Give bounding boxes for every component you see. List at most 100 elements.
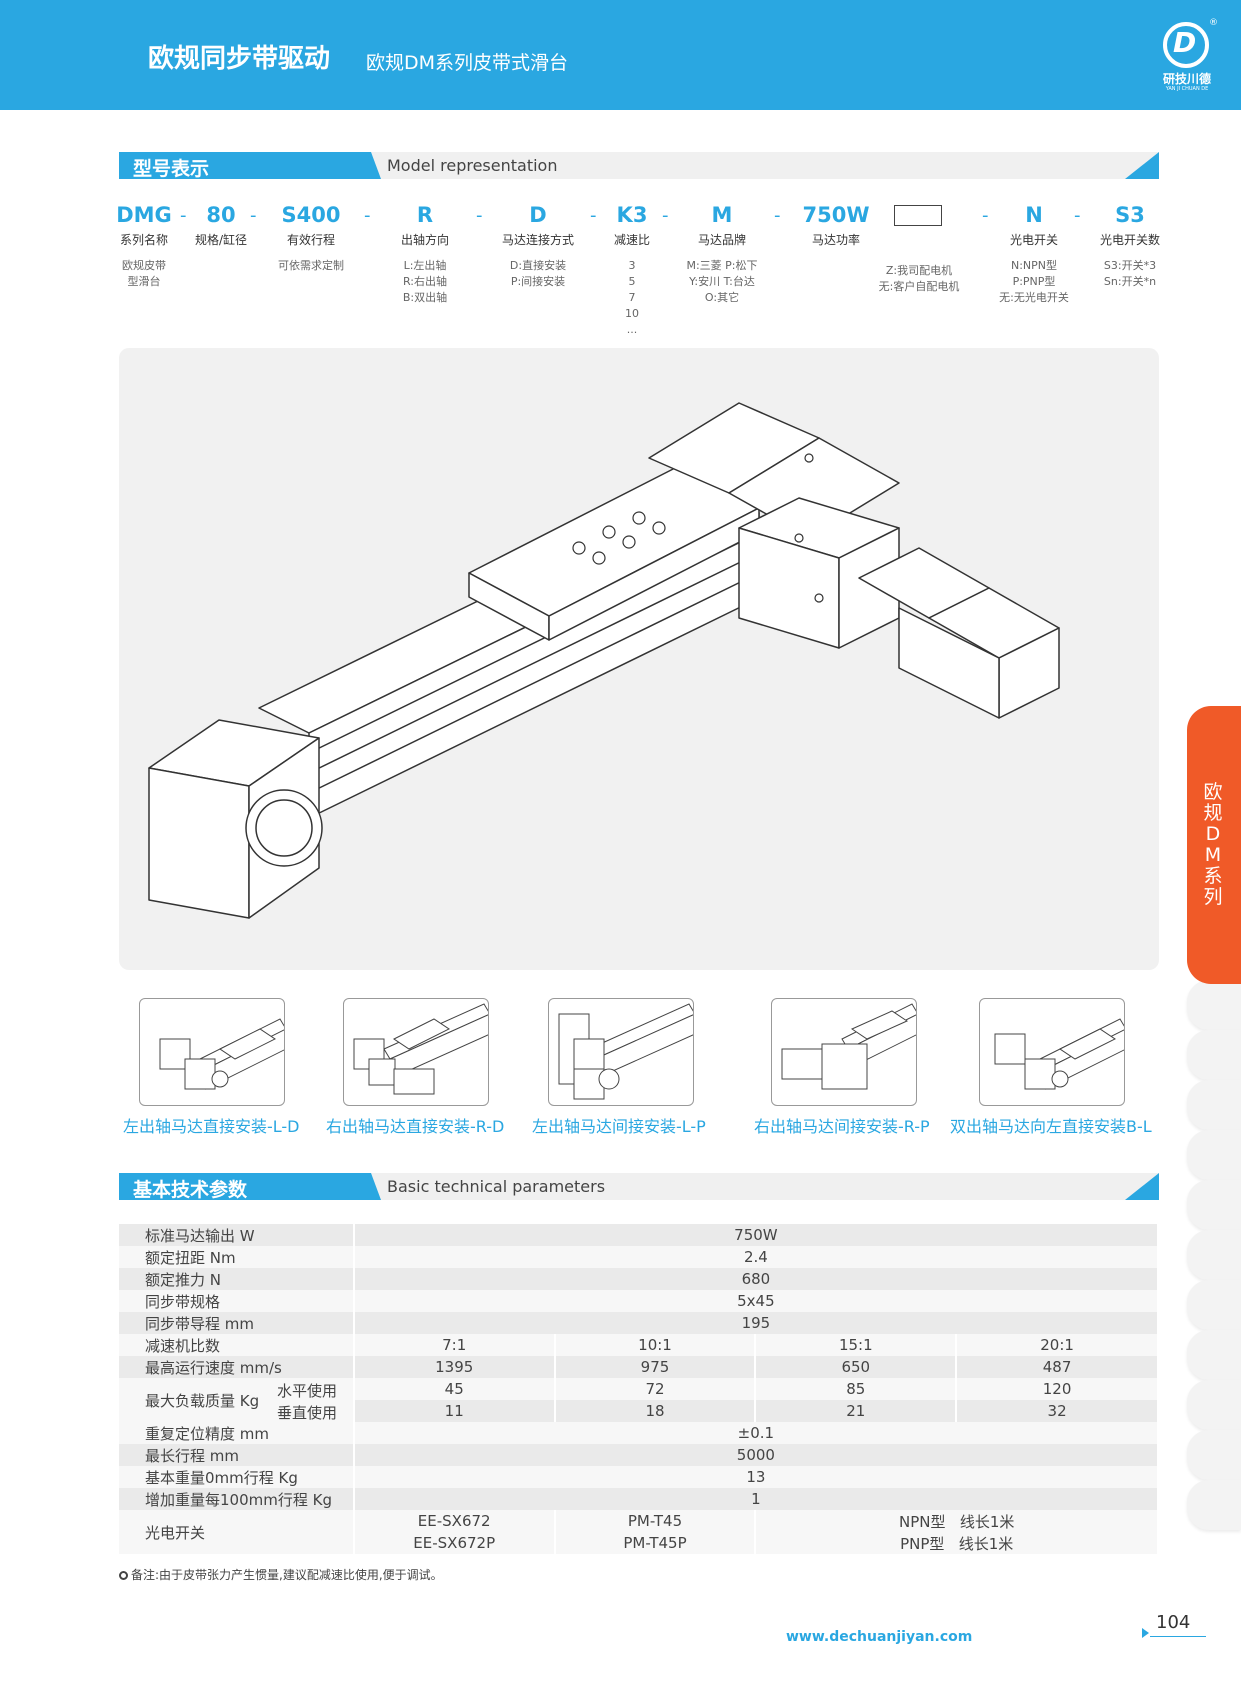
variant-caption-r-d: 右出轴马达直接安装-R-D (326, 1117, 505, 1136)
page-number: 104 (1156, 1612, 1191, 1633)
row-label: 额定扭距 Nm (119, 1246, 355, 1268)
code-value: N (1025, 203, 1043, 227)
linear-module-illustration (148, 402, 1060, 919)
row-label: 同步带导程 mm (119, 1312, 355, 1334)
model-code-ratio: K3 减速比 3 5 7 10 ... (602, 203, 662, 338)
code-value: S3 (1115, 203, 1145, 227)
brand-logo: D ® 研技川德 YAN JI CHUAN DE (1155, 18, 1219, 92)
row-value: ±0.1 (353, 1422, 1160, 1444)
code-dash: - (250, 205, 257, 226)
section-corner-decoration (1125, 152, 1159, 179)
variant-thumb-l-d (139, 998, 285, 1106)
table-row: 重复定位精度 mm±0.1 (119, 1422, 1160, 1444)
logo-en-text: YAN JI CHUAN DE (1165, 86, 1209, 92)
row-label: 最高运行速度 mm/s (119, 1356, 355, 1378)
variant-l-d-illustration (159, 1018, 284, 1090)
cell: 32 (956, 1400, 1159, 1422)
model-code-shaft: R 出轴方向 L:左出轴 R:右出轴 B:双出轴 (385, 203, 465, 306)
row-label: 减速机比数 (119, 1334, 355, 1356)
code-label: 马达连接方式 (501, 233, 574, 247)
params-section-title: 基本技术参数 (133, 1179, 248, 1201)
code-label: 减速比 (613, 233, 650, 247)
variant-thumb-l-p (548, 998, 694, 1106)
footnote: 备注:由于皮带张力产生惯量,建议配减速比使用,便于调试。 (119, 1566, 443, 1583)
model-code-sensor-count: S3 光电开关数 S3:开关*3 Sn:开关*n (1090, 203, 1170, 290)
side-tab-label: 欧规DM系列 (1203, 781, 1223, 908)
side-tab-blank (1187, 1330, 1241, 1380)
row-label: 基本重量0mm行程 Kg (119, 1466, 355, 1488)
code-desc: L:左出轴 R:右出轴 B:双出轴 (402, 259, 448, 304)
code-desc: M:三菱 P:松下 Y:安川 T:台达 O:其它 (686, 259, 758, 304)
cell: 7:1 (353, 1334, 556, 1356)
code-desc: 可依需求定制 (278, 259, 344, 272)
row-value: 5x45 (353, 1290, 1160, 1312)
logo-cn-text: 研技川德 (1162, 72, 1211, 86)
side-tab-blank (1187, 1030, 1241, 1080)
variant-thumb-b-l (979, 998, 1125, 1106)
cell: 85 (755, 1378, 958, 1400)
code-dash: - (476, 205, 483, 226)
code-dash: - (180, 205, 187, 226)
row-value: 750W (353, 1224, 1160, 1246)
row-label: 最大负载质量 Kg (145, 1391, 260, 1410)
row-label: 光电开关 (119, 1510, 355, 1554)
variant-l-p-illustration (558, 1003, 693, 1100)
model-code-stroke: S400 有效行程 可依需求定制 (266, 203, 356, 274)
cell: EE-SX672 (353, 1510, 556, 1532)
sub-label-vertical: 垂直使用 (277, 1404, 338, 1422)
cell: EE-SX672P (353, 1532, 556, 1554)
row-value: 5000 (353, 1444, 1160, 1466)
sensor-cable: 线长1米 (959, 1512, 1015, 1531)
variant-caption-l-p: 左出轴马达间接安装-L-P (532, 1117, 706, 1136)
product-hero-image (119, 348, 1159, 970)
code-dash: - (774, 205, 781, 226)
cell: 1395 (353, 1356, 556, 1378)
cell: 15:1 (755, 1334, 958, 1356)
row-value: 13 (353, 1466, 1160, 1488)
cell: PM-T45 (554, 1510, 757, 1532)
variant-r-p-illustration (781, 1003, 916, 1090)
row-label: 额定推力 N (119, 1268, 355, 1290)
code-desc: D:直接安装 P:间接安装 (509, 259, 567, 288)
cell: 11 (353, 1400, 556, 1422)
code-dash: - (1074, 205, 1081, 226)
page-number-underline (1150, 1636, 1206, 1637)
website-link[interactable]: www.dechuanjiyan.com (786, 1629, 973, 1645)
side-tab-dm-series[interactable]: 欧规DM系列 (1187, 706, 1241, 984)
variant-caption-l-d: 左出轴马达直接安装-L-D (123, 1117, 300, 1136)
bullet-circle-icon (119, 1571, 128, 1580)
code-label: 规格/缸径 (194, 233, 248, 247)
motor-supply-blank-box (894, 205, 942, 226)
code-desc: N:NPN型 P:PNP型 无:无光电开关 (999, 259, 1069, 304)
code-label: 马达功率 (811, 233, 860, 247)
code-value: DMG (116, 203, 172, 227)
row-value: 1 (353, 1488, 1160, 1510)
code-desc: 3 5 7 10 ... (625, 259, 639, 336)
model-section-title: 型号表示 (133, 158, 210, 180)
variant-r-d-illustration (353, 1003, 488, 1095)
cell: 20:1 (956, 1334, 1159, 1356)
code-value: D (529, 203, 547, 227)
model-code-sensor: N 光电开关 N:NPN型 P:PNP型 无:无光电开关 (984, 203, 1084, 306)
section-corner-decoration (1125, 1173, 1159, 1200)
page-title: 欧规同步带驱动 (148, 44, 331, 74)
logo-letter: D (1173, 26, 1197, 59)
params-section-title-en: Basic technical parameters (387, 1177, 606, 1196)
side-tab-blank (1187, 1180, 1241, 1230)
code-label: 光电开关 (1009, 233, 1058, 247)
cell: 21 (755, 1400, 958, 1422)
row-label: 标准马达输出 W (119, 1224, 355, 1246)
cell: 975 (554, 1356, 757, 1378)
code-label: 马达品牌 (697, 233, 746, 247)
variant-thumb-r-d (343, 998, 489, 1106)
variant-caption-r-p: 右出轴马达间接安装-R-P (754, 1117, 930, 1136)
